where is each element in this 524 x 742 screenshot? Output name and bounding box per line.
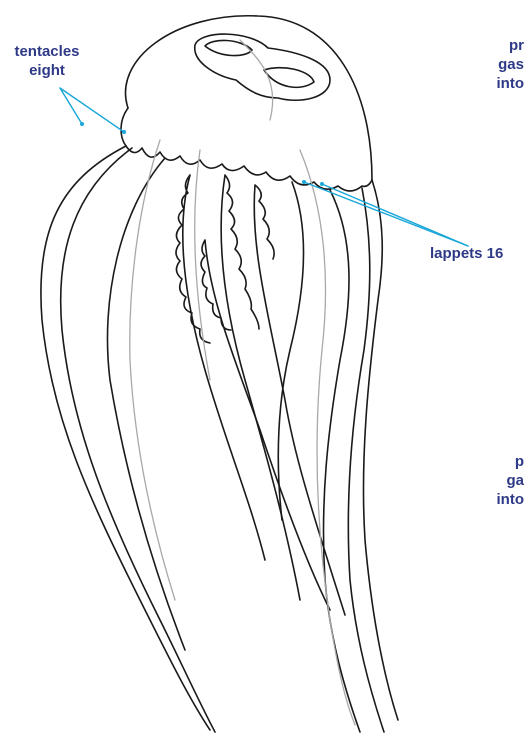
bottom-right-label-line3: into: [484, 490, 524, 509]
top-right-label-line1: pr: [486, 36, 524, 55]
tentacles-label-line1: tentacles: [6, 42, 88, 61]
inner-tentacle-1: [130, 140, 175, 600]
tentacle-left-1: [41, 146, 210, 730]
lappets-label: lappets 16: [430, 244, 524, 263]
tentacles-pointer-b: [60, 88, 124, 132]
tentacles-label-line2: eight: [6, 61, 88, 80]
inner-tentacle-2: [300, 150, 355, 725]
tentacle-right-1: [363, 180, 398, 720]
tentacle-left-3: [107, 158, 185, 650]
tentacles-pointer-a: [60, 88, 82, 124]
bottom-right-label-line1: p: [484, 452, 524, 471]
gastric-outline: [195, 34, 330, 100]
lappets-pointer-dot-b: [320, 182, 324, 186]
oral-arm-2: [221, 175, 300, 600]
lappets-pointer-b: [322, 184, 468, 246]
lappets-pointer-dot-a: [302, 180, 306, 184]
tentacles-pointer-dot-b: [122, 130, 126, 134]
tentacles-pointer-dot-a: [80, 122, 84, 126]
top-right-label-line3: into: [486, 74, 524, 93]
lappets-label-text: lappets 16: [430, 244, 524, 263]
oral-arm-3: [201, 240, 330, 610]
bottom-right-label-line2: ga: [484, 471, 524, 490]
tentacles-label: tentacles eight: [6, 42, 88, 80]
inner-tentacle-4: [240, 40, 273, 120]
top-right-label: pr gas into: [486, 36, 524, 93]
top-right-label-line2: gas: [486, 55, 524, 74]
bell-rim: [126, 146, 372, 191]
oral-arm-4: [254, 185, 345, 615]
tentacle-right-3: [323, 190, 360, 732]
bottom-right-label: p ga into: [484, 452, 524, 509]
tentacle-right-2: [348, 188, 384, 732]
lappets-pointer-a: [304, 182, 468, 246]
bell-left-edge: [121, 108, 128, 146]
